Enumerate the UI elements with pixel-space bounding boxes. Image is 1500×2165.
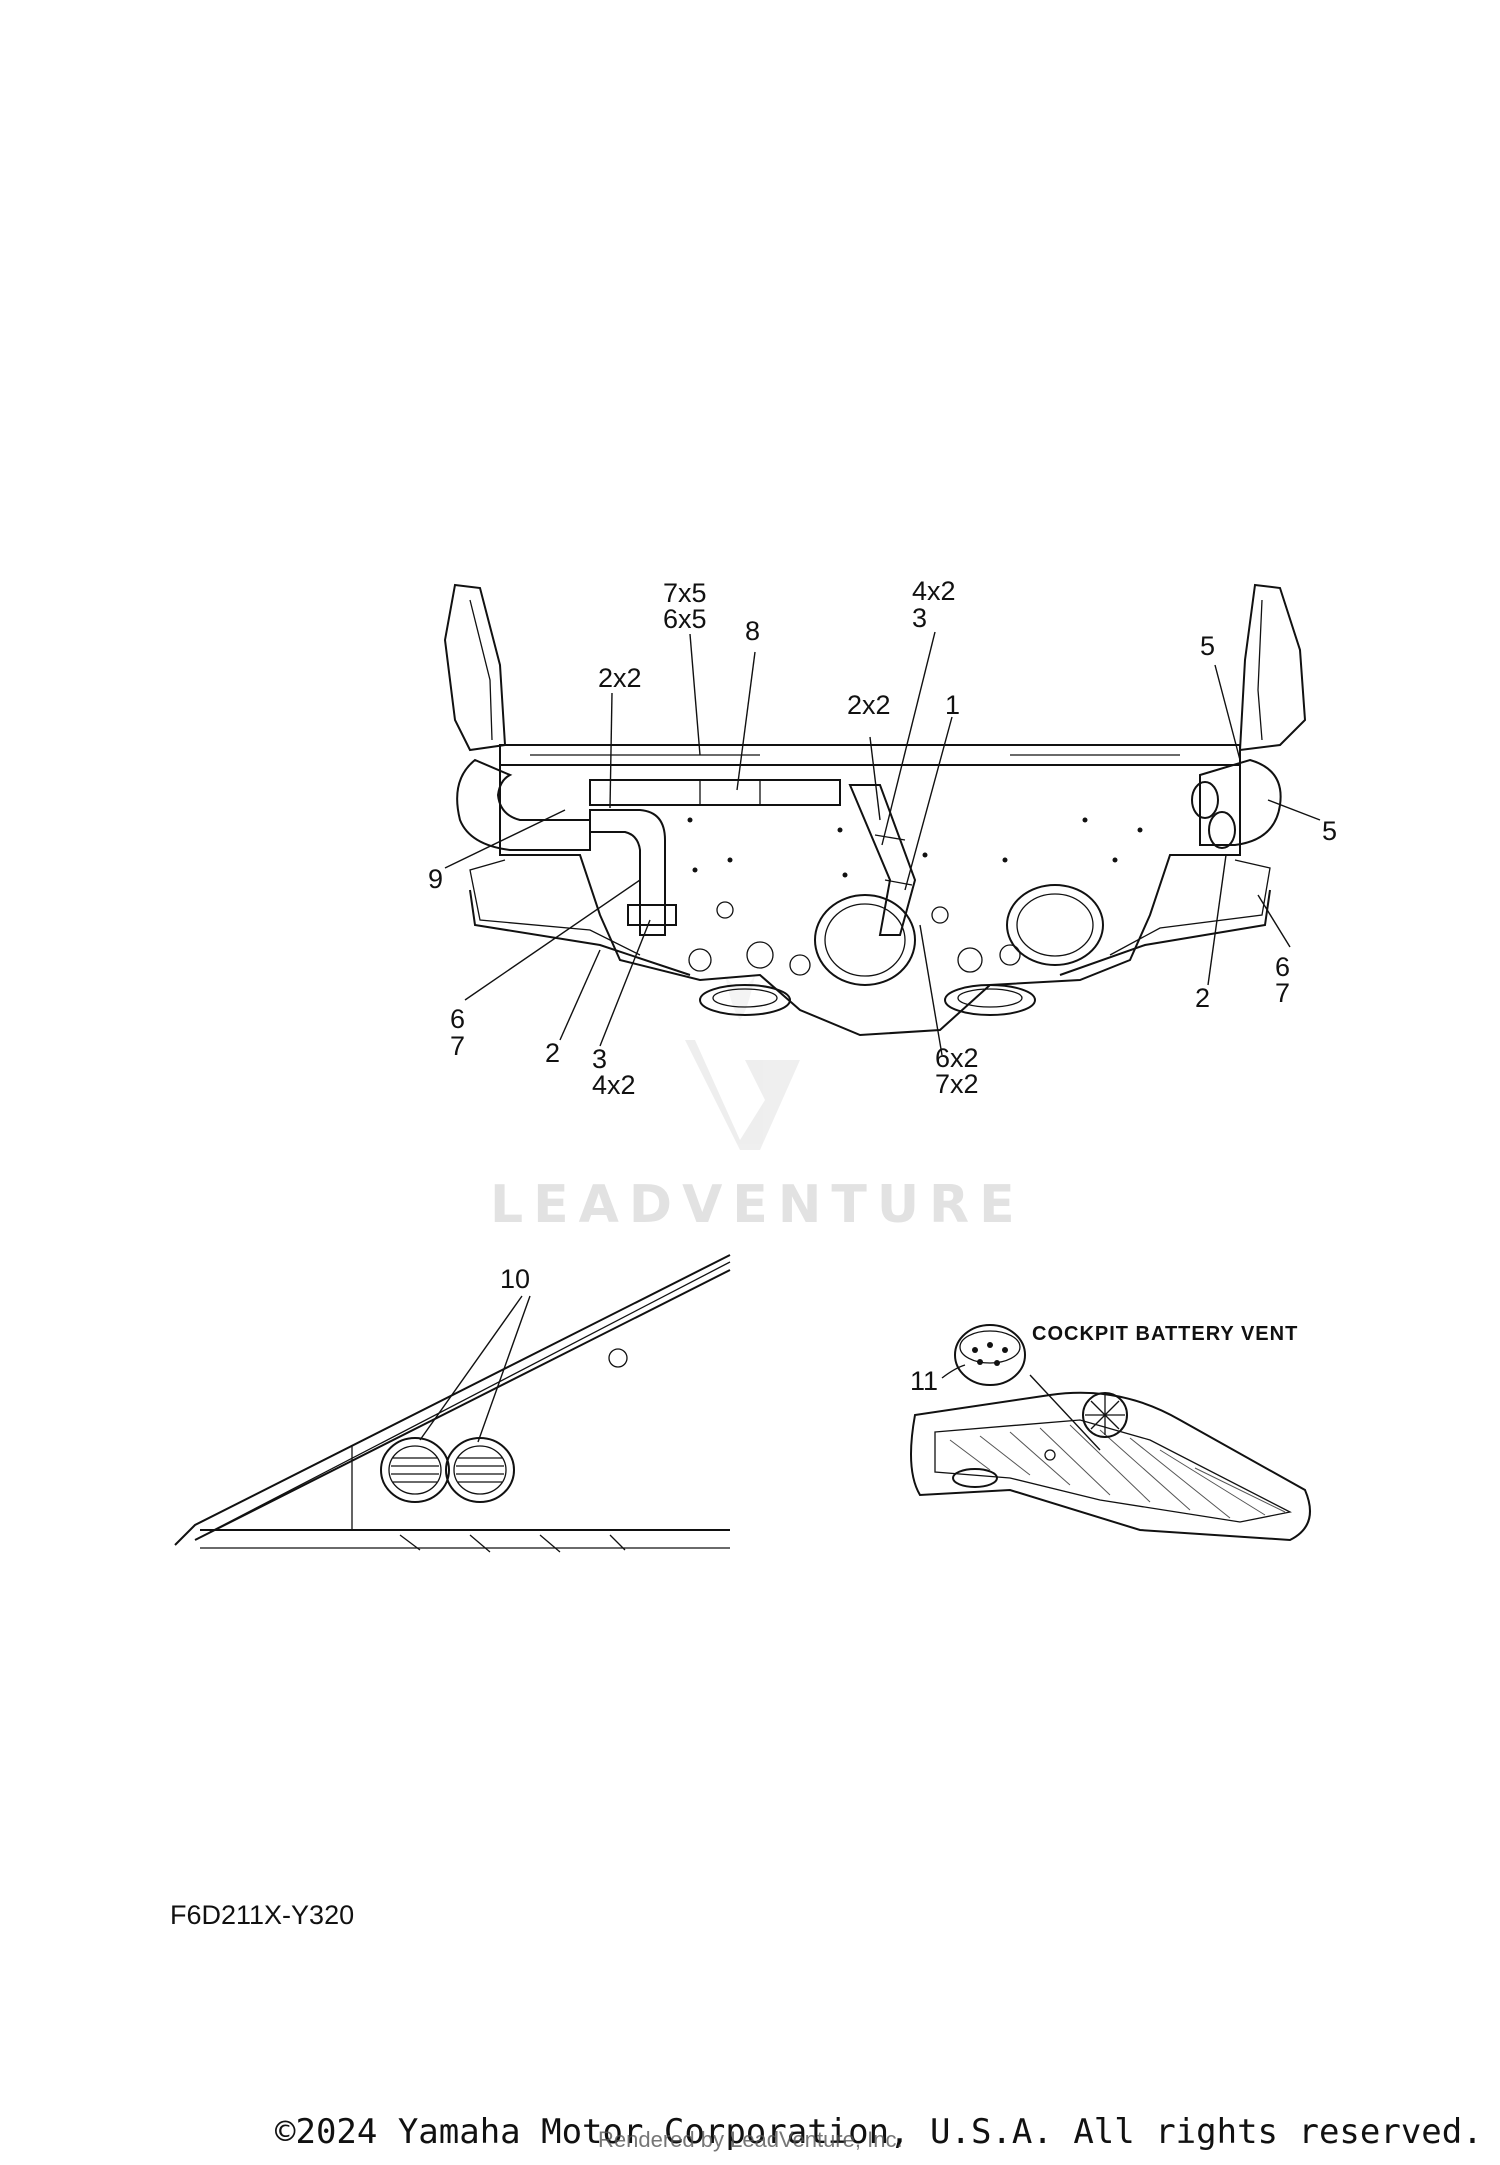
callout-6x2: 6x2 [935, 1043, 979, 1073]
callout-4x2-bottom: 4x2 [592, 1070, 636, 1100]
cockpit-battery-vent-label: COCKPIT BATTERY VENT [1032, 1323, 1298, 1345]
watermark-text: LEADVENTURE [490, 1175, 1025, 1235]
callout-3-top: 3 [912, 603, 927, 633]
callout-5-top: 5 [1200, 631, 1215, 661]
callout-9: 9 [428, 864, 443, 894]
callout-6x5: 6x5 [663, 604, 707, 634]
callout-10: 10 [500, 1264, 530, 1294]
rendered-by-notice: Rendered by LeadVenture, Inc. [598, 2127, 903, 2152]
callout-5-right: 5 [1322, 816, 1337, 846]
callout-2x2-mid: 2x2 [847, 690, 891, 720]
callout-2-left: 2 [545, 1038, 560, 1068]
leadventure-watermark-logo [685, 975, 800, 1150]
hull-assembly-drawing [443, 583, 1307, 1037]
callout-2-right: 2 [1195, 983, 1210, 1013]
callout-3-bottom: 3 [592, 1044, 607, 1074]
callout-11: 11 [910, 1366, 938, 1396]
diagram-code: F6D211X-Y320 [170, 1900, 355, 1930]
side-vent-drawing [174, 1254, 731, 1553]
callout-2x2-left: 2x2 [598, 663, 642, 693]
cockpit-battery-vent-drawing [910, 1324, 1311, 1542]
callout-7x2: 7x2 [935, 1069, 979, 1099]
callout-7-right: 7 [1275, 978, 1290, 1008]
callout-6-right: 6 [1275, 952, 1290, 982]
callout-7x5: 7x5 [663, 578, 707, 608]
callout-labels-top: 7x5 6x5 8 4x2 3 2x2 2x2 1 5 5 9 6 7 2 3 … [428, 576, 1337, 1100]
callout-1: 1 [945, 690, 960, 720]
callout-7-left: 7 [450, 1031, 465, 1061]
copyright-notice: ©2024 Yamaha Motor Corporation, U.S.A. A… [275, 2112, 1483, 2152]
callout-leaders-top [444, 631, 1321, 1056]
callout-6-left: 6 [450, 1004, 465, 1034]
callout-8: 8 [745, 616, 760, 646]
callout-4x2-top: 4x2 [912, 576, 956, 606]
